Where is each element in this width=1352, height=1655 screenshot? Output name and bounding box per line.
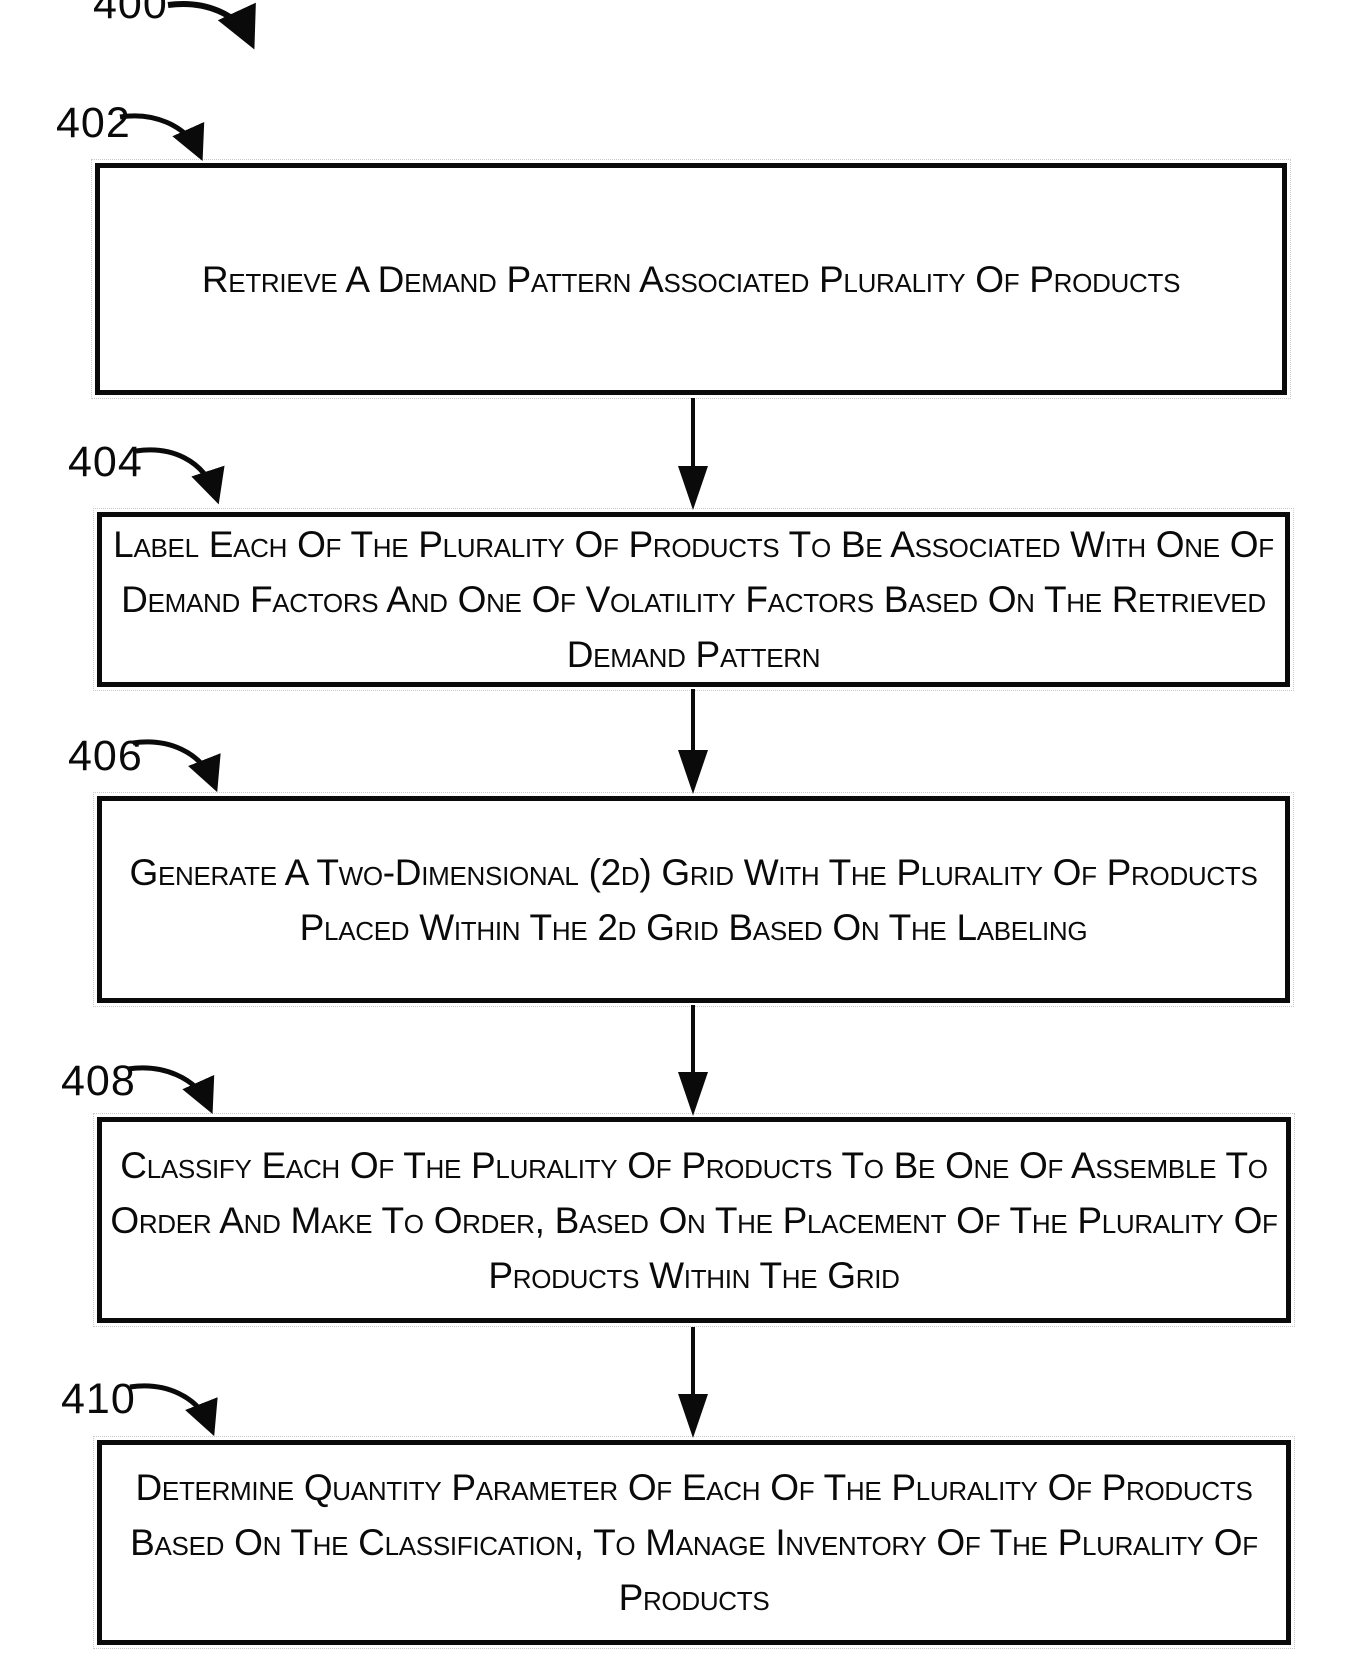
ref-label-404: 404 [68, 438, 143, 486]
leader-arrow-400 [167, 1, 256, 50]
step-text-line: Based On The Classification, To Manage I… [130, 1522, 1258, 1563]
connector-arrow-402-404 [678, 398, 708, 510]
step-box-404: Label Each Of The Plurality Of Products … [93, 508, 1294, 691]
step-text-line: Retrieve A Demand Pattern Associated Plu… [201, 258, 1181, 300]
ref-label-406: 406 [68, 732, 143, 780]
leader-arrow-404 [135, 447, 225, 505]
step-text-line: Demand Factors And One Of Volatility Fac… [121, 579, 1266, 620]
step-text-line: Determine Quantity Parameter Of Each Of … [135, 1467, 1253, 1508]
step-box-408: Classify Each Of The Plurality Of Produc… [93, 1113, 1295, 1327]
ref-label-402: 402 [56, 99, 131, 147]
step-text-line: Products Within The Grid [488, 1254, 900, 1296]
step-text-line: Placed Within The 2d Grid Based On The L… [299, 906, 1088, 948]
leader-arrow-410 [129, 1383, 218, 1437]
step-text-line: Generate A Two-Dimensional (2d) Grid Wit… [129, 851, 1258, 893]
figure-reference-label: 400 [93, 0, 168, 28]
step-text-line: Demand Pattern [566, 634, 821, 675]
step-text-line: Label Each Of The Plurality Of Products … [113, 524, 1274, 565]
connector-arrow-406-408 [678, 1005, 708, 1116]
step-box-406: Generate A Two-Dimensional (2d) Grid Wit… [93, 792, 1294, 1007]
leader-arrow-406 [132, 739, 221, 793]
step-text-line: Classify Each Of The Plurality Of Produc… [120, 1144, 1268, 1186]
leader-arrow-408 [127, 1065, 215, 1114]
step-box-410: Determine Quantity Parameter Of Each Of … [93, 1436, 1295, 1649]
step-text-line: Products [618, 1577, 770, 1618]
ref-label-408: 408 [61, 1057, 136, 1105]
step-text-line: Order And Make To Order, Based On The Pl… [110, 1199, 1278, 1241]
connector-arrow-408-410 [678, 1327, 708, 1438]
ref-label-410: 410 [61, 1375, 136, 1423]
step-box-402: Retrieve A Demand Pattern Associated Plu… [91, 159, 1291, 399]
leader-arrow-402 [119, 113, 205, 161]
connector-arrow-404-406 [678, 689, 708, 794]
